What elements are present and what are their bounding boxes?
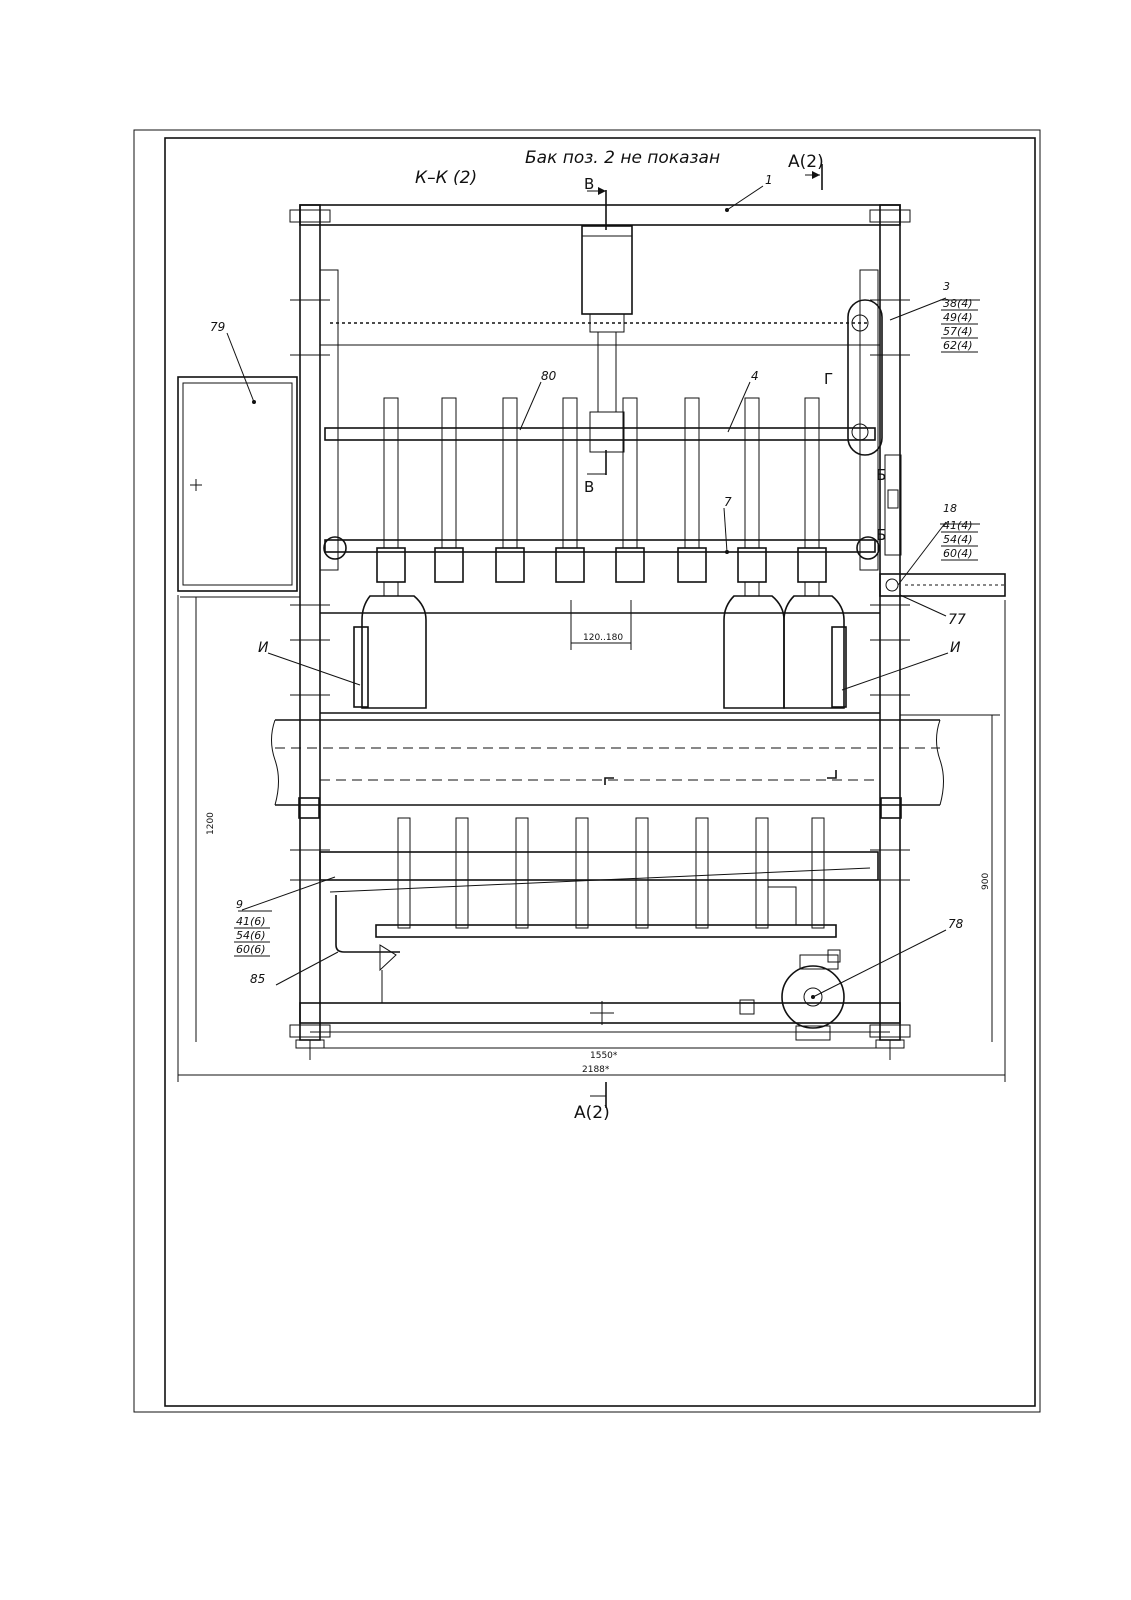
- label-b2: Б: [876, 526, 886, 544]
- bottle-right-2: [783, 581, 845, 709]
- filling-head: [376, 397, 406, 583]
- filling-heads: [376, 397, 827, 583]
- label-i-left: И: [258, 640, 269, 656]
- drain-pipe: [335, 895, 400, 953]
- callout-4: 4: [751, 369, 759, 383]
- svg-text:54(4): 54(4): [943, 533, 973, 546]
- svg-text:41(6): 41(6): [236, 915, 266, 928]
- label-i-right: И: [950, 640, 961, 656]
- svg-text:38(4): 38(4): [943, 297, 973, 310]
- svg-text:60(6): 60(6): [236, 943, 266, 956]
- bottle-left: [361, 581, 427, 709]
- callout-80: 80: [541, 369, 557, 383]
- view-label-a-top: А(2): [788, 152, 824, 172]
- drain-valve: [739, 999, 755, 1015]
- filling-head: [615, 397, 645, 583]
- dimension-lines: [177, 595, 1006, 1082]
- filling-head: [737, 397, 767, 583]
- filling-head: [495, 397, 525, 583]
- control-cabinet: [177, 376, 298, 592]
- svg-text:49(4): 49(4): [943, 311, 973, 324]
- view-arrow-a-top: [805, 164, 823, 190]
- svg-text:57(4): 57(4): [943, 325, 973, 338]
- note-tank-not-shown: Бак поз. 2 не показан: [525, 148, 720, 168]
- filling-head: [555, 397, 585, 583]
- sheet-frames: [133, 129, 1041, 1413]
- tension-loop: [847, 299, 883, 456]
- callout-7: 7: [724, 495, 732, 509]
- svg-text:18: 18: [943, 502, 957, 515]
- dim-1550: 1550*: [590, 1051, 618, 1061]
- svg-text:3: 3: [943, 280, 950, 293]
- bottle-right-1: [723, 581, 785, 709]
- callout-77: 77: [948, 612, 966, 628]
- dim-2188: 2188*: [582, 1065, 610, 1075]
- dim-pitch: 120..180: [583, 633, 623, 643]
- callout-78: 78: [948, 917, 964, 931]
- svg-text:62(4): 62(4): [943, 339, 973, 352]
- filling-head: [434, 397, 464, 583]
- clamp-left: [353, 626, 369, 708]
- callout-1: 1: [765, 173, 773, 187]
- svg-text:41(4): 41(4): [943, 519, 973, 532]
- head-support-beam: [324, 539, 876, 553]
- machine-frame: [289, 204, 911, 1049]
- callout-79: 79: [210, 320, 225, 334]
- right-wheel: [856, 536, 880, 560]
- clamp-right: [831, 626, 847, 708]
- view-label-a-bottom: А(2): [574, 1103, 610, 1123]
- pump-motor: [781, 949, 845, 1041]
- conveyor-band: [271, 719, 944, 806]
- filling-head: [797, 397, 827, 583]
- dim-1200: 1200: [206, 812, 216, 835]
- valve-block: [879, 454, 1006, 597]
- svg-text:9: 9: [236, 898, 243, 911]
- cut-label-b-top: В: [584, 175, 594, 193]
- callout-9-stack: 9 41(6) 54(6) 60(6): [234, 898, 270, 957]
- filler-beam: [324, 427, 876, 441]
- cut-label-b-bottom: В: [584, 478, 594, 496]
- drip-tray: [319, 817, 879, 938]
- section-label-k-k: К–К (2): [415, 168, 477, 188]
- cut-line-b: [587, 187, 607, 475]
- callout-3-stack: 3 38(4) 49(4) 57(4) 62(4): [941, 280, 978, 353]
- filling-head: [677, 397, 707, 583]
- inner-frame: [164, 137, 1036, 1407]
- callout-18-stack: 18 41(4) 54(4) 60(4): [941, 502, 978, 561]
- label-b1: Б: [876, 466, 886, 484]
- view-arrow-a-bottom: [590, 1082, 607, 1108]
- outer-frame: [133, 129, 1041, 1413]
- callout-leaders: [226, 185, 980, 998]
- label-g: Г: [824, 370, 833, 388]
- dim-900: 900: [981, 873, 991, 890]
- svg-text:54(6): 54(6): [236, 929, 266, 942]
- pneumatic-cylinder: [581, 225, 633, 453]
- left-wheel: [323, 536, 347, 560]
- callout-85: 85: [250, 972, 265, 986]
- svg-text:60(4): 60(4): [943, 547, 973, 560]
